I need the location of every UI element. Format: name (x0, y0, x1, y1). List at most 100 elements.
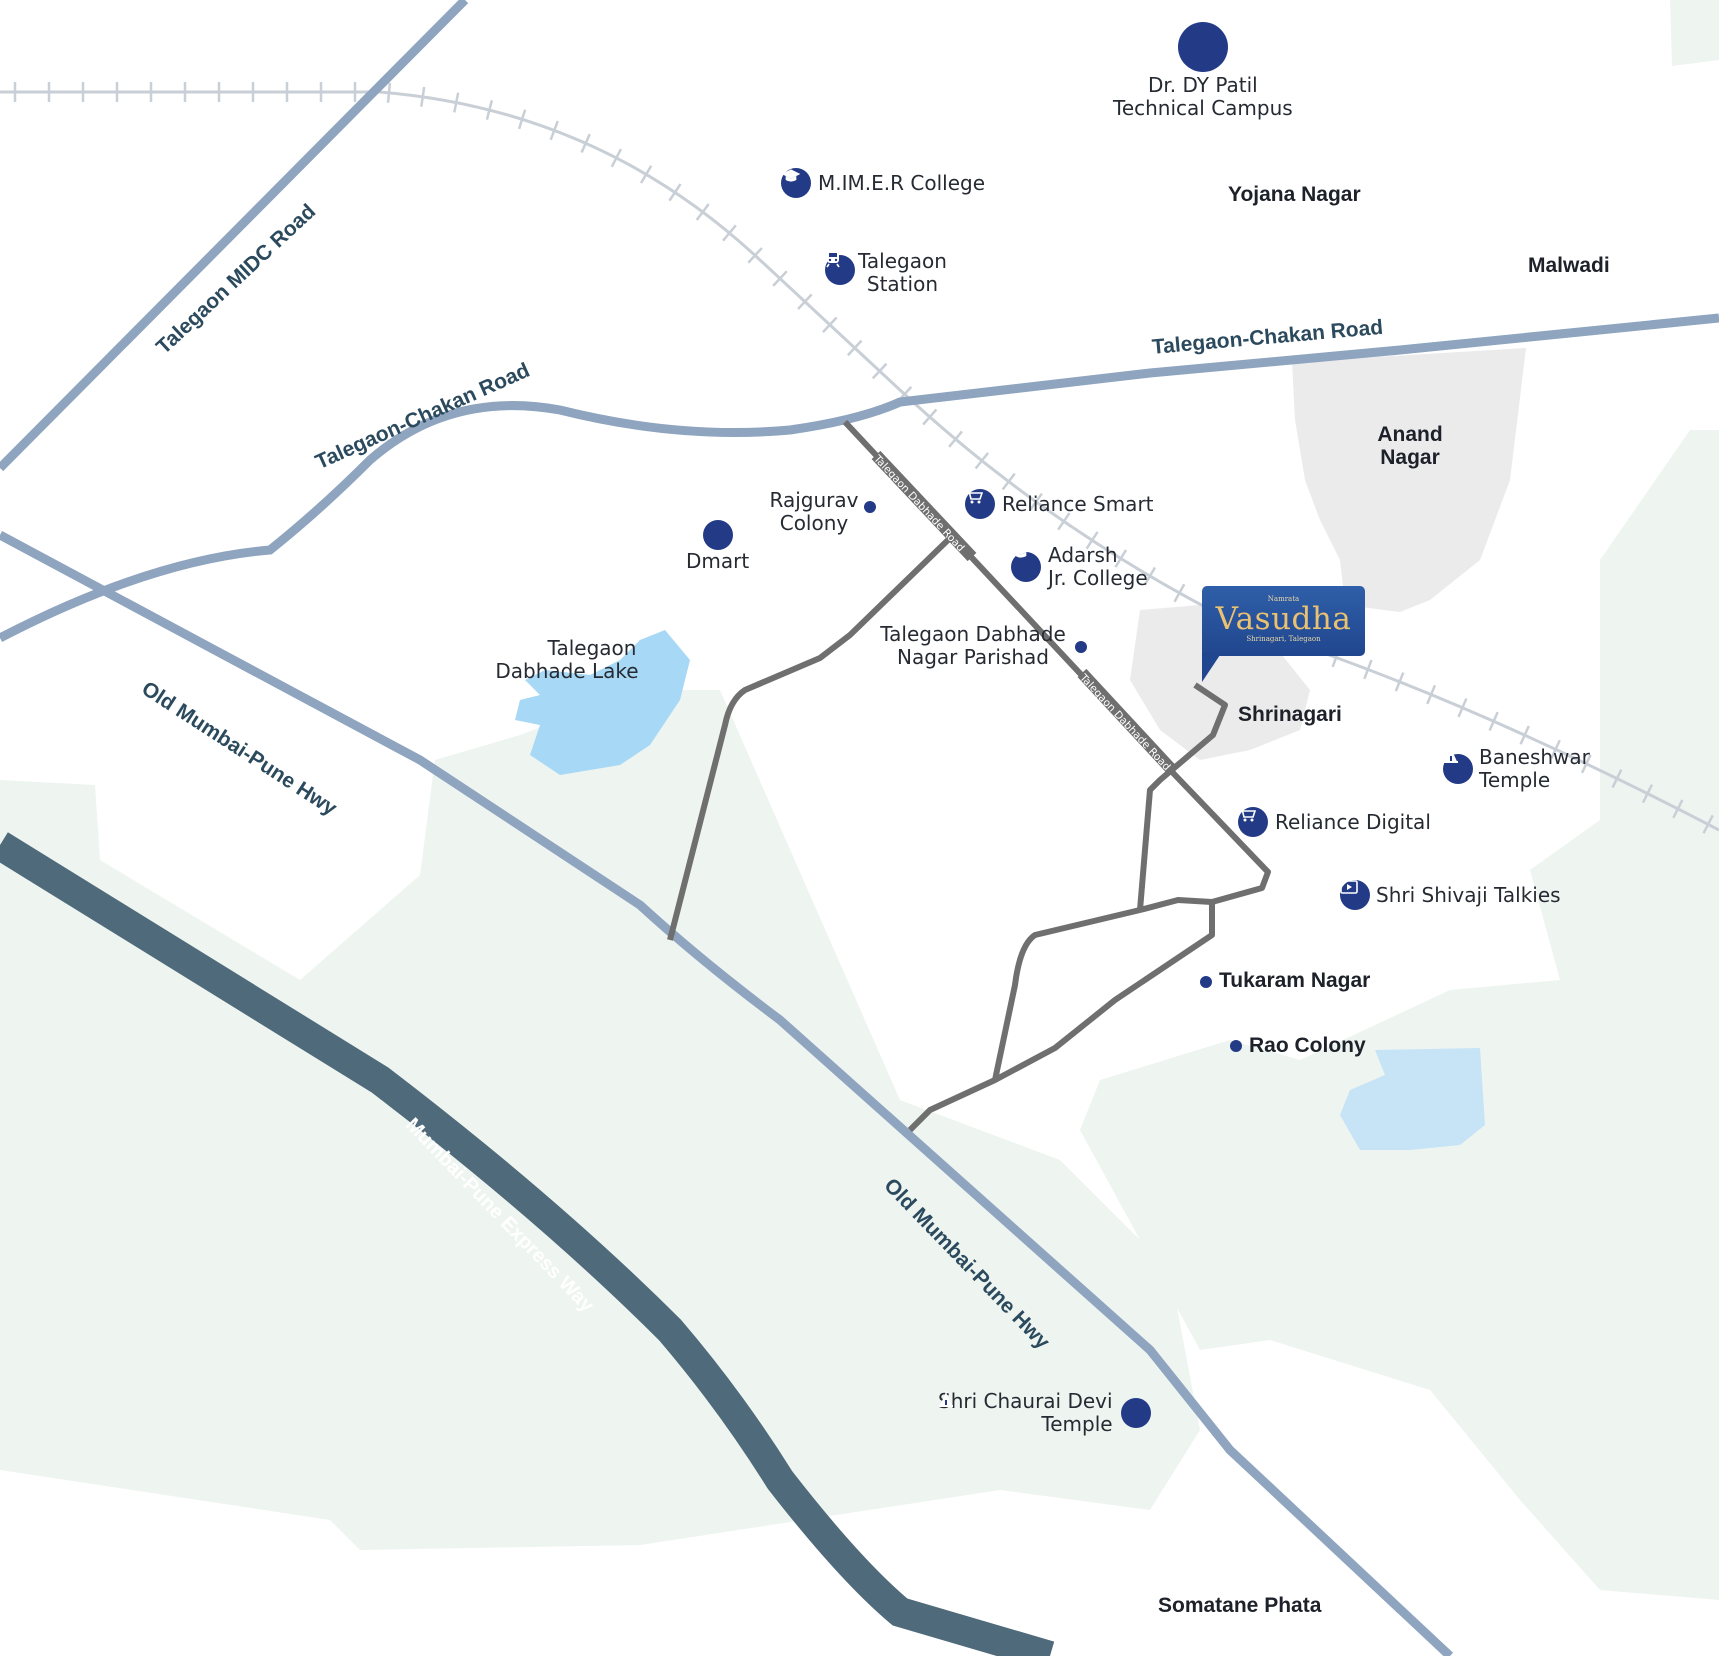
marker-dot-rajgurav (864, 501, 876, 513)
railway-tie (871, 362, 888, 380)
poi-talegaon-station[interactable]: Talegaon Station (825, 250, 947, 296)
talegaon-lake (515, 630, 690, 775)
railway-tie (1143, 566, 1157, 586)
railway-tie (1394, 672, 1405, 692)
poi-baneshwar-line1: Baneshwar (1479, 745, 1590, 769)
place-rajgurav-line1: Rajgurav (769, 488, 859, 512)
talegaon-midc-road (0, 0, 469, 472)
place-anand-line1: Anand (1377, 423, 1443, 446)
lake-link-road (667, 537, 951, 941)
poi-baneshwar-temple[interactable]: Baneshwar Temple (1443, 746, 1590, 792)
railway-tie (1519, 725, 1530, 745)
southwest-link-road (907, 1077, 997, 1133)
green-area-northeast (1670, 0, 1719, 66)
place-shrinagari[interactable]: Shrinagari (1238, 703, 1342, 726)
shrinagari-link-road (1137, 682, 1228, 911)
graduation-cap-icon (1011, 545, 1041, 582)
poi-reliance-digital[interactable]: Reliance Digital (1238, 807, 1431, 837)
railway-tie (974, 452, 990, 470)
poi-mimer-college[interactable]: M.IM.E.R College (781, 168, 985, 198)
poi-station-line2: Station (866, 272, 938, 296)
poi-dy-patil-line1: Dr. DY Patil (1147, 73, 1258, 97)
railway-tie (485, 100, 494, 121)
railway-tie (1085, 531, 1099, 550)
railway-tie (1611, 769, 1623, 789)
film-icon (1340, 880, 1370, 910)
place-rajgurav-line2: Colony (779, 511, 849, 535)
temple-icon (939, 1391, 1151, 1428)
old-mumbai-pune-hwy (0, 531, 1454, 1656)
railway-tie (639, 165, 653, 184)
poi-chaurai-line1: Shri Chaurai Devi (938, 1389, 1113, 1413)
railway-tie (1173, 583, 1186, 603)
railway-tie (922, 408, 938, 426)
east-pond (1340, 1048, 1485, 1150)
railway-tie (772, 270, 788, 287)
railway-tie (610, 148, 623, 168)
talegaon-dabhade-road (842, 419, 1271, 905)
place-rajgurav[interactable]: Rajgurav Colony (766, 489, 862, 535)
railway-tie (1672, 799, 1684, 819)
poi-mimer-label: M.IM.E.R College (818, 170, 985, 195)
railway-tie (1580, 754, 1592, 774)
railway-ties (13, 82, 1714, 834)
railway-line (0, 90, 1719, 832)
railway-tie (386, 82, 392, 103)
poi-dy-patil[interactable]: Dr. DY Patil Technical Campus (1113, 22, 1293, 120)
poi-dmart-label: Dmart (686, 549, 750, 573)
place-tukaram-nagar[interactable]: Tukaram Nagar (1219, 969, 1371, 992)
railway-tie (549, 120, 559, 141)
place-nagar-parishad[interactable]: Talegaon Dabhade Nagar Parishad (878, 623, 1068, 669)
place-lake-line2: Dabhade Lake (495, 659, 639, 683)
place-malwadi[interactable]: Malwadi (1528, 254, 1610, 277)
poi-adarsh-college[interactable]: Adarsh Jr. College (1011, 544, 1148, 590)
project-marker-pointer (1202, 652, 1222, 682)
poi-adarsh-line1: Adarsh (1048, 543, 1118, 567)
place-parishad-line2: Nagar Parishad (897, 645, 1049, 669)
place-lake-line1: Talegaon (547, 636, 637, 660)
graduation-cap-icon (781, 168, 811, 198)
project-prefix: Namrata (1267, 595, 1300, 603)
railway-tie (1057, 512, 1071, 531)
railway-tie (1363, 659, 1373, 680)
marker-dot-rao (1230, 1040, 1242, 1052)
project-vasudha-marker[interactable]: Namrata Vasudha Shrinagari, Talegaon (1202, 586, 1365, 656)
poi-reliance-smart-label: Reliance Smart (1002, 491, 1154, 516)
poi-dy-patil-line2: Technical Campus (1113, 96, 1293, 120)
green-area-southwest (0, 690, 1200, 1550)
local-roads (667, 419, 1271, 1133)
poi-reliance-digital-label: Reliance Digital (1275, 809, 1431, 834)
railway-tie (695, 203, 710, 221)
poi-reliance-smart[interactable]: Reliance Smart (965, 489, 1154, 519)
railway-tie (1426, 684, 1437, 705)
project-location: Shrinagari, Talegaon (1246, 635, 1321, 643)
project-name: Vasudha (1215, 601, 1352, 637)
place-yojana-nagar[interactable]: Yojana Nagar (1228, 183, 1361, 206)
green-area-east (1080, 430, 1719, 1600)
railway-tie (517, 109, 527, 130)
poi-station-line1: Talegaon (858, 249, 947, 273)
railway-tie (420, 86, 426, 107)
railway-tie (1550, 739, 1561, 759)
shopping-cart-icon (965, 489, 995, 519)
poi-chaurai-devi-temple[interactable]: Shri Chaurai Devi Temple (938, 1390, 1151, 1436)
place-talegaon-lake[interactable]: Talegaon Dabhade Lake (487, 637, 647, 683)
place-anand-nagar[interactable]: Anand Nagar (1360, 423, 1460, 469)
place-rao-colony[interactable]: Rao Colony (1249, 1034, 1366, 1057)
railway-tie (822, 316, 838, 333)
anand-nagar-area (1292, 348, 1526, 612)
place-parishad-line1: Talegaon Dabhade (880, 622, 1066, 646)
railway-tie (948, 430, 963, 448)
poi-dmart[interactable]: Dmart (686, 520, 749, 573)
marker-dot-tukaram (1200, 976, 1212, 988)
railway-tie (453, 92, 460, 113)
poi-shivaji-talkies[interactable]: Shri Shivaji Talkies (1340, 880, 1561, 910)
mumbai-pune-expressway (0, 832, 1055, 1656)
train-icon (825, 251, 855, 285)
marker-dot-parishad (1075, 641, 1087, 653)
place-somatane-phata[interactable]: Somatane Phata (1158, 1594, 1322, 1617)
railway-tie (1001, 472, 1016, 491)
tukaram-loop-road (992, 897, 1215, 1083)
poi-shivaji-label: Shri Shivaji Talkies (1376, 882, 1561, 907)
temple-icon (1443, 747, 1473, 784)
